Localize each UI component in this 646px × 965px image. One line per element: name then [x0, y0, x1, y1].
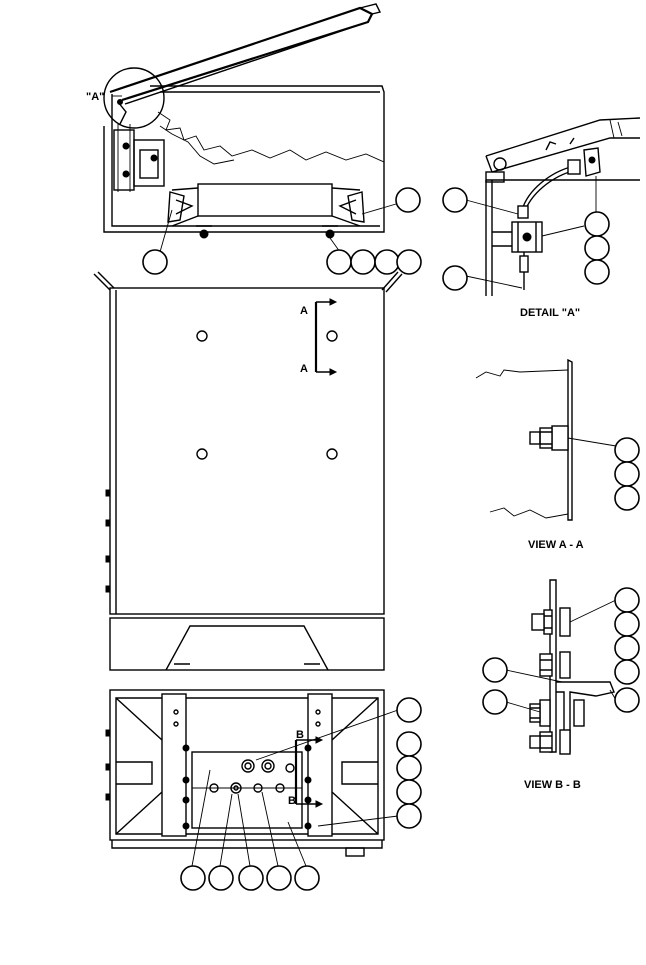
callout-bubble	[396, 803, 422, 829]
callout-bubble	[614, 461, 640, 487]
callout-bubble	[584, 235, 610, 261]
callout-bubble	[482, 689, 508, 715]
callout-bubble	[396, 697, 422, 723]
callout-bubble	[396, 731, 422, 757]
callout-bubble	[180, 865, 206, 891]
detail-a: DETAIL "A"	[442, 117, 641, 319]
callout-bubble	[238, 865, 264, 891]
callout-bubble	[584, 259, 610, 285]
callout-bubble	[208, 865, 234, 891]
detail-a-title: DETAIL "A"	[520, 307, 580, 319]
callout-bubble	[614, 687, 640, 713]
callout-bubble	[326, 249, 352, 275]
section-a-bottom-label: A	[300, 363, 308, 375]
callout-bubble	[584, 211, 610, 237]
callout-bubble	[442, 265, 468, 291]
detail-a-callout: "A"	[86, 91, 104, 103]
callout-bubble	[614, 437, 640, 463]
section-b-top-label: B	[296, 729, 304, 741]
section-b-bottom-label: B	[288, 795, 296, 807]
top-view-lid-open: "A"	[86, 3, 422, 275]
view-b-b: VIEW B - B	[482, 579, 640, 791]
callout-bubble	[442, 187, 468, 213]
callout-bubble	[614, 611, 640, 637]
section-a-top-label: A	[300, 305, 308, 317]
view-bb-title: VIEW B - B	[524, 779, 581, 791]
front-view: A A	[93, 271, 403, 671]
callout-bubble	[142, 249, 168, 275]
callout-bubble	[396, 755, 422, 781]
view-a-a: VIEW A - A	[475, 358, 640, 551]
callout-bubble	[614, 635, 640, 661]
callout-bubble	[266, 865, 292, 891]
callout-bubble	[395, 187, 421, 213]
callout-bubble	[482, 657, 508, 683]
bottom-view: B B	[105, 689, 422, 891]
callout-bubble	[396, 779, 422, 805]
callout-bubble	[294, 865, 320, 891]
view-aa-title: VIEW A - A	[528, 539, 584, 551]
callout-bubble	[614, 485, 640, 511]
callout-bubble	[350, 249, 376, 275]
callout-bubble	[614, 659, 640, 685]
callout-bubble	[396, 249, 422, 275]
callout-bubble	[614, 587, 640, 613]
callout-bubble	[374, 249, 400, 275]
